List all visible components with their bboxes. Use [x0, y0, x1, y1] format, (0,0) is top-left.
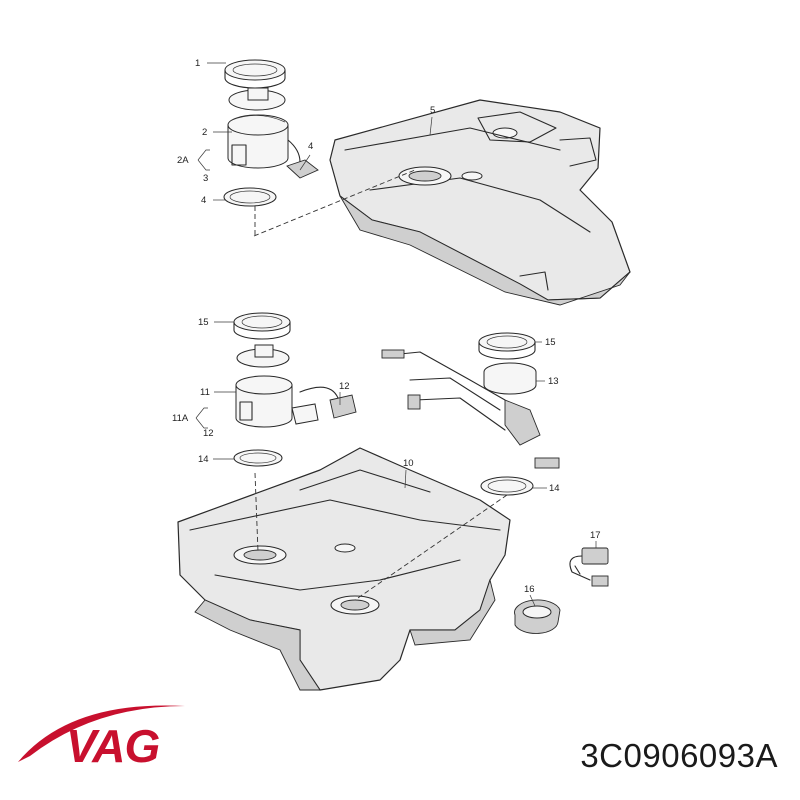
callout-11a: 11A	[172, 413, 189, 424]
callout-12: 12	[339, 381, 350, 392]
vag-logo: VAG	[18, 705, 185, 772]
callout-12-bracket: 12	[203, 428, 214, 439]
level-sender-4	[286, 159, 319, 179]
lock-ring-15-right	[478, 332, 536, 360]
fuel-pump-module-11	[235, 344, 339, 428]
callout-2: 2	[202, 127, 207, 138]
flange-16	[514, 599, 561, 634]
fuel-tank-upper	[329, 99, 631, 306]
fuel-tank-lower	[177, 447, 511, 691]
part-number: 3C0906093A	[580, 737, 778, 774]
callout-4-bracket: 3	[203, 173, 208, 184]
lock-ring-5	[224, 59, 286, 89]
callout-5: 1	[195, 58, 200, 69]
callouts: 1 2 2A 3 4 4 5 15 11 11A 12 14 12 15 13 …	[172, 58, 601, 607]
callout-17: 17	[590, 530, 601, 541]
callout-14-right: 14	[549, 483, 560, 494]
callout-4: 4	[308, 141, 313, 152]
vag-logo-swoosh	[18, 705, 185, 762]
leader-dashed-lower-right	[354, 494, 508, 601]
transfer-unit-13	[381, 349, 560, 469]
lock-ring-15-left	[233, 312, 291, 340]
vag-logo-text: VAG	[66, 720, 159, 772]
level-sender-12	[329, 394, 357, 419]
leader-dashed-upper	[253, 169, 416, 237]
seal-ring-14-right	[480, 476, 534, 496]
fuel-pump-module-2	[227, 87, 301, 169]
callout-1: 5	[430, 105, 435, 116]
callout-16: 16	[524, 584, 535, 595]
callout-2a: 2A	[177, 155, 189, 166]
callout-3: 4	[201, 195, 206, 206]
callout-15-right: 15	[545, 337, 556, 348]
callout-11: 11	[200, 387, 210, 398]
callout-10: 10	[403, 458, 414, 469]
callout-14-left: 14	[198, 454, 209, 465]
leader-dashed-lower-left	[254, 472, 259, 553]
callout-13: 13	[548, 376, 559, 387]
connector-17	[569, 547, 609, 587]
callout-15-left: 15	[198, 317, 209, 328]
seal-ring-14-left	[233, 449, 283, 467]
seal-ring-3	[223, 187, 277, 207]
